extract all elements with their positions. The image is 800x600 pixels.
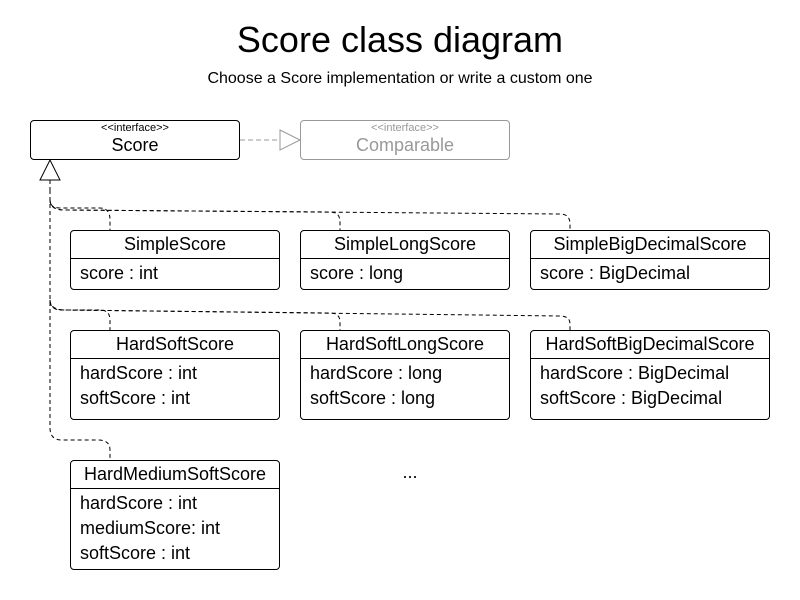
class-field: hardScore : int: [80, 363, 198, 383]
class-name: SimpleScore: [71, 231, 279, 259]
class-field: softScore : long: [310, 388, 436, 408]
score-stereotype: <<interface>>: [101, 122, 169, 134]
class-field: hardScore : BigDecimal: [540, 363, 730, 383]
generalization-arrowhead: [39, 158, 61, 181]
class-box-hardmediumsoftscore: HardMediumSoftScore hardScore : int medi…: [70, 460, 280, 570]
class-box-simplescore: SimpleScore score : int: [70, 230, 280, 290]
connector-hardsoftbigdecimalscore: [49, 299, 571, 330]
class-field: score : long: [310, 263, 404, 283]
class-field: softScore : BigDecimal: [540, 388, 723, 408]
diagram-subtitle: Choose a Score implementation or write a…: [207, 70, 593, 87]
class-name: HardMediumSoftScore: [71, 461, 279, 489]
class-name: SimpleBigDecimalScore: [531, 231, 769, 259]
class-field: softScore : int: [80, 543, 191, 563]
comparable-interface-name: Comparable: [355, 135, 455, 155]
class-box-simplelongscore: SimpleLongScore score : long: [300, 230, 510, 290]
score-interface-box: <<interface>> Score: [30, 120, 240, 160]
class-box-hardsoftscore: HardSoftScore hardScore : int softScore …: [70, 330, 280, 420]
connector-simplebigdecimalscore: [49, 199, 571, 230]
class-box-hardsoftlongscore: HardSoftLongScore hardScore : long softS…: [300, 330, 510, 420]
class-box-simplebigdecimalscore: SimpleBigDecimalScore score : BigDecimal: [530, 230, 770, 290]
class-field: hardScore : long: [310, 363, 443, 383]
connector-simplescore: [49, 190, 111, 230]
more-implementations-ellipsis: ...: [402, 462, 418, 482]
connector-hardsoftscore: [49, 190, 111, 330]
class-field: hardScore : int: [80, 493, 198, 513]
class-field: score : BigDecimal: [540, 263, 691, 283]
class-name: HardSoftBigDecimalScore: [531, 331, 769, 359]
connector-hardsoftlongscore: [49, 299, 341, 330]
class-field: softScore : int: [80, 388, 191, 408]
class-name: SimpleLongScore: [301, 231, 509, 259]
realization-arrowhead: [279, 129, 302, 151]
diagram-title: Score class diagram: [236, 19, 564, 60]
connector-hardmediumsoftscore: [49, 190, 111, 460]
connector-simplelongscore: [49, 199, 341, 230]
class-name: HardSoftLongScore: [301, 331, 509, 359]
class-field: score : int: [80, 263, 159, 283]
score-interface-name: Score: [111, 135, 159, 155]
class-field: mediumScore: int: [80, 518, 221, 538]
comparable-interface-box: <<interface>> Comparable: [300, 120, 510, 160]
class-name: HardSoftScore: [71, 331, 279, 359]
comparable-stereotype: <<interface>>: [371, 122, 439, 134]
class-box-hardsoftbigdecimalscore: HardSoftBigDecimalScore hardScore : BigD…: [530, 330, 770, 420]
